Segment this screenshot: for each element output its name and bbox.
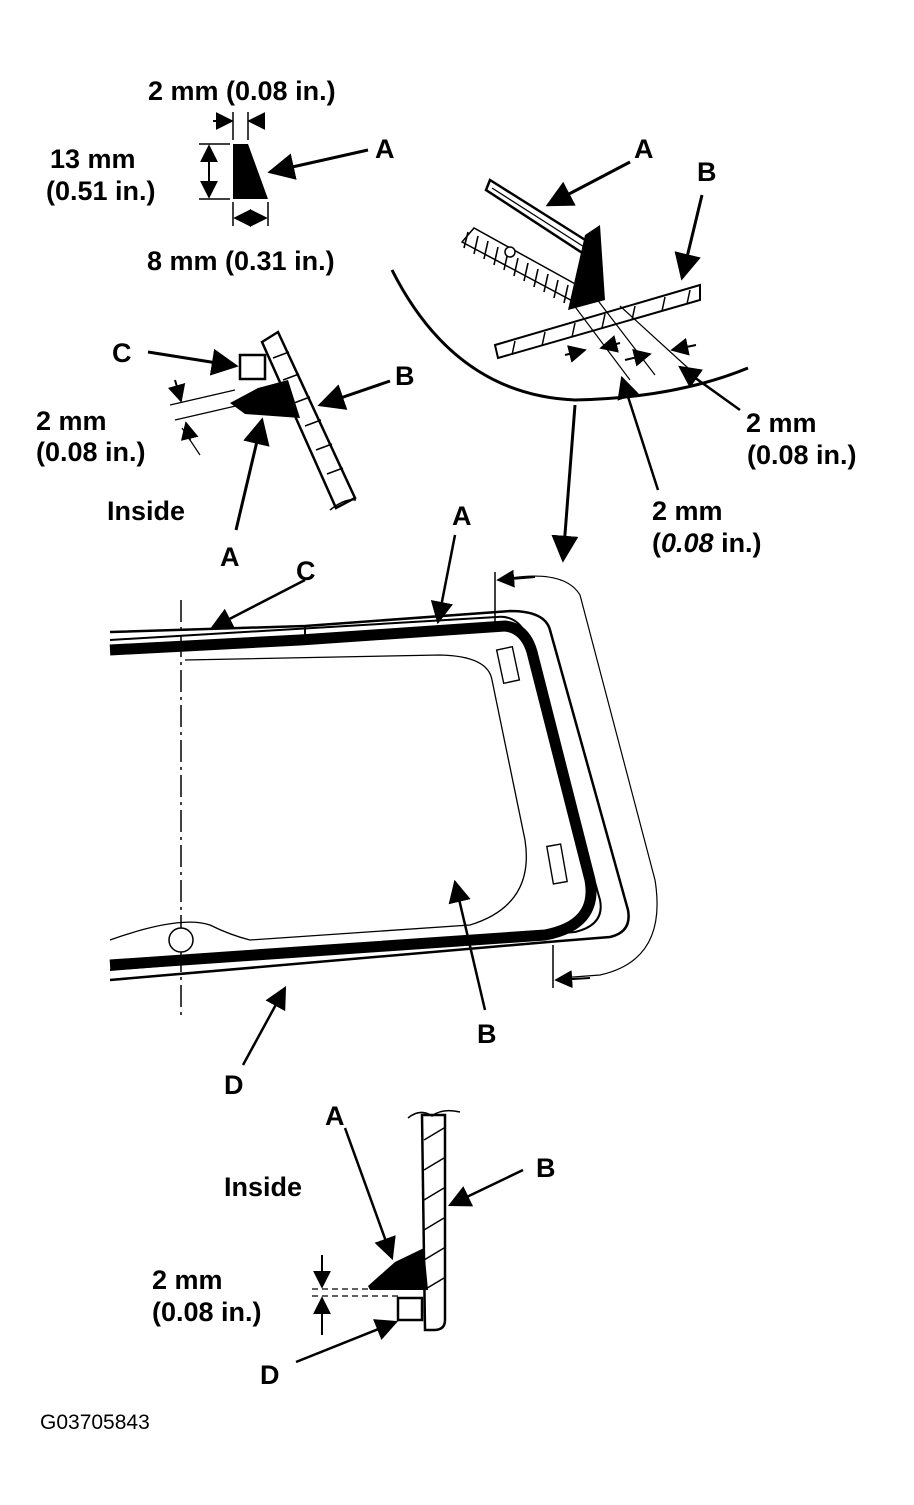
part-code: G03705843	[40, 1411, 150, 1434]
dam-profile-shape	[233, 144, 268, 199]
gap-bottom-mm: 2 mm	[152, 1265, 223, 1295]
magnified-edge-detail	[390, 160, 749, 563]
windshield-opening-view	[109, 534, 658, 1066]
dimension-base: 8 mm (0.31 in.)	[147, 246, 335, 276]
dimension-height-in: (0.51 in.)	[46, 176, 156, 206]
cross-section-lower	[295, 1109, 524, 1364]
callout-b-main: B	[477, 1019, 497, 1049]
callout-a-bottom: A	[325, 1101, 345, 1131]
callout-d-main: D	[224, 1070, 244, 1100]
inside-label-upper: Inside	[107, 496, 185, 526]
dam-profile-detail	[199, 112, 369, 227]
gap-center-in: (0.08 in.)	[652, 528, 762, 558]
gap-right-mm: 2 mm	[746, 408, 817, 438]
dimension-width-top: 2 mm (0.08 in.)	[148, 76, 336, 106]
callout-c-section: C	[112, 338, 132, 368]
dimension-height-mm: 13 mm	[50, 144, 136, 174]
callout-a-main: A	[452, 501, 472, 531]
gap-left-mm: 2 mm	[36, 406, 107, 436]
mounting-hole	[168, 927, 194, 953]
callout-b-top-right: B	[697, 157, 717, 187]
gap-right-in: (0.08 in.)	[747, 440, 857, 470]
callout-a-top-right: A	[634, 134, 654, 164]
callout-a-section: A	[220, 542, 240, 572]
inside-label-lower: Inside	[224, 1172, 302, 1202]
gap-bottom-in: (0.08 in.)	[152, 1297, 262, 1327]
callout-a-top-left: A	[375, 134, 395, 164]
callout-d-bottom: D	[260, 1360, 280, 1390]
cross-section-upper	[147, 330, 391, 531]
callout-c-main: C	[296, 556, 316, 586]
callout-b-section: B	[395, 361, 415, 391]
callout-b-bottom: B	[536, 1153, 556, 1183]
gap-left-in: (0.08 in.)	[36, 437, 146, 467]
gap-center-mm: 2 mm	[652, 496, 723, 526]
